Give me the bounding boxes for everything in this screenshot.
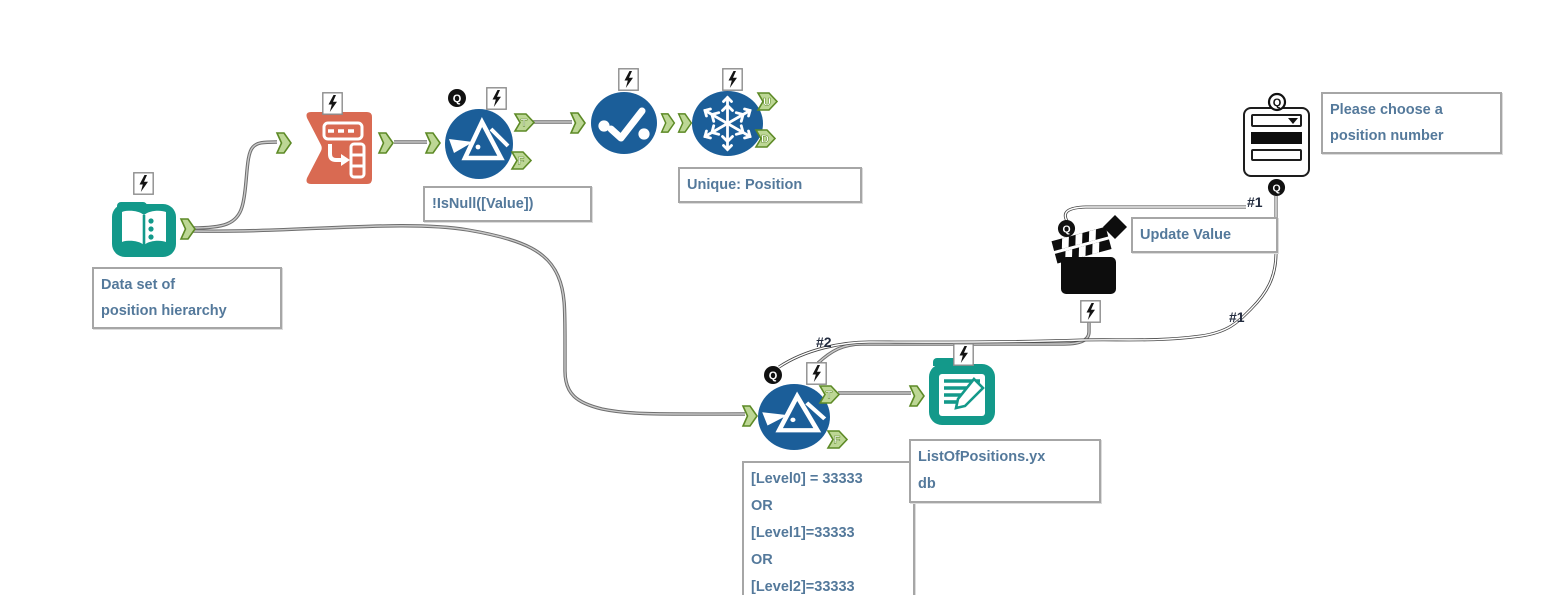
svg-text:F: F <box>518 156 525 168</box>
annotation-action[interactable]: Update Value <box>1131 217 1278 253</box>
transpose-output-anchor[interactable] <box>377 132 394 154</box>
wire-label-2: #2 <box>816 334 832 350</box>
action-tool-icon[interactable] <box>1051 213 1131 297</box>
svg-text:Q: Q <box>1062 224 1070 235</box>
svg-text:Q: Q <box>1272 183 1280 194</box>
filter-null-false-anchor[interactable]: F <box>510 151 533 170</box>
select-tool-icon[interactable] <box>591 92 657 154</box>
dropdown-q-input-anchor-icon[interactable]: Q <box>1267 92 1287 112</box>
annotation-unique[interactable]: Unique: Position <box>678 167 862 203</box>
filter-level-false-anchor[interactable]: F <box>826 430 849 449</box>
action-lightning-anchor-icon[interactable] <box>1080 300 1101 323</box>
filter-null-q-anchor-icon[interactable]: Q <box>447 88 467 108</box>
svg-text:T: T <box>521 118 528 130</box>
wire-label-1b: #1 <box>1229 309 1245 325</box>
select-input-anchor[interactable] <box>569 112 586 134</box>
transpose-tool-icon[interactable] <box>297 111 373 185</box>
unique-unique-anchor[interactable]: U <box>756 92 779 111</box>
filter-level-lightning-anchor-icon[interactable] <box>806 362 827 385</box>
connection-input-transpose[interactable] <box>190 140 279 230</box>
dropdown-arrow-icon <box>1288 118 1298 124</box>
input-data-tool-icon[interactable] <box>112 196 176 257</box>
filter-null-true-anchor[interactable]: T <box>513 113 536 132</box>
select-output-anchor[interactable] <box>660 113 676 133</box>
filter-level-tool-icon[interactable] <box>758 384 830 450</box>
transpose-input-anchor[interactable] <box>275 132 292 154</box>
dropdown-empty-row <box>1251 149 1302 161</box>
output-input-anchor[interactable] <box>908 385 925 407</box>
dropdown-filled-row <box>1251 132 1302 144</box>
filter-null-lightning-anchor-icon[interactable] <box>486 87 507 110</box>
unique-lightning-anchor-icon[interactable] <box>722 68 743 91</box>
filter-level-true-anchor[interactable]: T <box>818 385 841 404</box>
dropdown-select-row <box>1251 114 1302 127</box>
svg-text:D: D <box>761 134 769 146</box>
filter-null-input-anchor[interactable] <box>424 132 441 154</box>
filter-null-tool-icon[interactable] <box>445 109 513 179</box>
annotation-filter-null[interactable]: !IsNull([Value]) <box>423 186 592 222</box>
unique-input-anchor[interactable] <box>677 113 693 133</box>
transpose-lightning-anchor-icon[interactable] <box>322 92 343 115</box>
dropdown-q-output-anchor-icon[interactable]: Q <box>1267 178 1286 197</box>
svg-text:T: T <box>826 390 833 402</box>
annotation-filter-level[interactable]: [Level0] = 33333 OR [Level1]=33333 OR [L… <box>742 461 915 595</box>
svg-text:Q: Q <box>769 370 778 382</box>
action-q-anchor-icon[interactable]: Q <box>1057 219 1076 238</box>
unique-tool-icon[interactable] <box>692 91 763 156</box>
filter-level-q-anchor-icon[interactable]: Q <box>763 365 783 385</box>
filter-level-input-anchor[interactable] <box>741 405 758 427</box>
svg-text:Q: Q <box>453 93 462 105</box>
svg-text:F: F <box>834 435 841 447</box>
dropdown-tool-icon[interactable] <box>1243 107 1310 177</box>
input-output-anchor[interactable] <box>179 218 196 240</box>
annotation-output[interactable]: ListOfPositions.yx db <box>909 439 1101 503</box>
wire-label-1: #1 <box>1247 194 1263 210</box>
svg-text:Q: Q <box>1273 97 1282 109</box>
svg-text:U: U <box>763 97 771 109</box>
input-lightning-anchor-icon[interactable] <box>133 172 154 195</box>
output-data-tool-icon[interactable] <box>929 358 995 425</box>
unique-duplicate-anchor[interactable]: D <box>754 129 777 148</box>
select-lightning-anchor-icon[interactable] <box>618 68 639 91</box>
output-lightning-anchor-icon[interactable] <box>953 343 974 366</box>
annotation-dropdown[interactable]: Please choose a position number <box>1321 92 1502 154</box>
annotation-input[interactable]: Data set of position hierarchy <box>92 267 282 329</box>
